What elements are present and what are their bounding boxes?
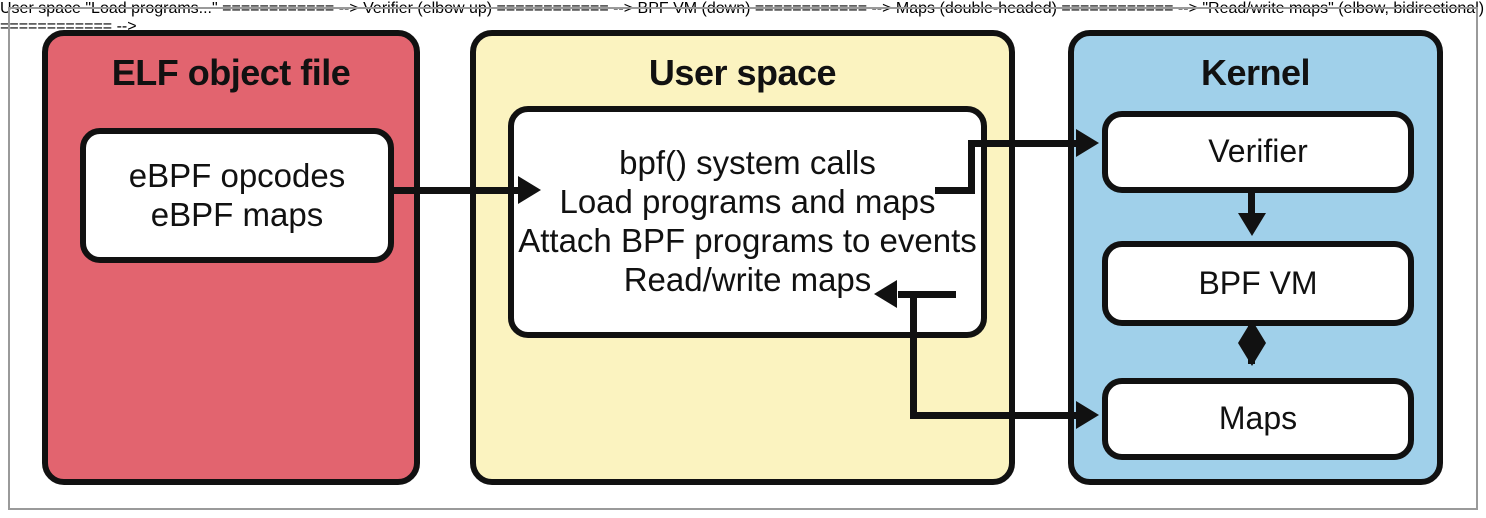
connector-maps-to-userspace-arrowhead-left [874,280,897,308]
read-write-maps-label: Read/write maps [623,260,872,298]
panel-title-elf-object-file: ELF object file [111,52,351,93]
connector-userspace-to-verifier-arrowhead [1076,129,1099,157]
ebpf-maps-label: eBPF maps [150,195,324,233]
connector-userspace-to-verifier-line [968,140,1086,147]
box-verifier: Verifier [1102,111,1414,193]
connector-maps-to-userspace-riser [910,291,917,419]
load-programs-and-maps-label: Load programs and maps [559,183,936,221]
connector-maps-to-userspace-lower-line [910,412,1086,419]
panel-kernel: Kernel Verifier BPF VM Maps [1068,30,1443,485]
panel-elf-object-file: ELF object file eBPF opcodes eBPF maps [42,30,420,485]
connector-userspace-to-verifier-stub [935,187,975,194]
panel-title-kernel: Kernel [1200,52,1311,93]
connector-verifier-to-bpfvm-arrowhead [1238,213,1266,236]
box-ebpf-contents: eBPF opcodes eBPF maps [80,128,394,263]
verifier-label: Verifier [1208,133,1308,170]
panel-title-user-space: User space [648,52,837,93]
panel-user-space: User space bpf() system calls Load progr… [470,30,1015,485]
outer-frame [8,7,1478,510]
attach-bpf-programs-label: Attach BPF programs to events [518,222,977,259]
box-user-space-operations: bpf() system calls Load programs and map… [508,106,987,338]
box-maps: Maps [1102,378,1414,460]
connector-elf-to-userspace-line [390,187,520,194]
bpf-system-calls-label: bpf() system calls [619,144,876,182]
maps-label: Maps [1218,400,1298,437]
connector-verifier-to-bpfvm-line [1248,187,1255,227]
connector-bpfvm-to-maps-arrowhead-up [1238,320,1266,343]
box-bpf-vm: BPF VM [1102,241,1414,326]
connector-maps-to-userspace-upper-line [898,291,956,298]
connector-elf-to-userspace-arrowhead [518,176,541,204]
bpf-vm-label: BPF VM [1198,264,1318,301]
ebpf-opcodes-label: eBPF opcodes [128,156,346,194]
connector-bpfvm-to-maps-arrowhead-down [1238,343,1266,366]
connector-maps-to-userspace-arrowhead-right [1076,401,1099,429]
connector-userspace-to-verifier-riser [968,140,975,194]
